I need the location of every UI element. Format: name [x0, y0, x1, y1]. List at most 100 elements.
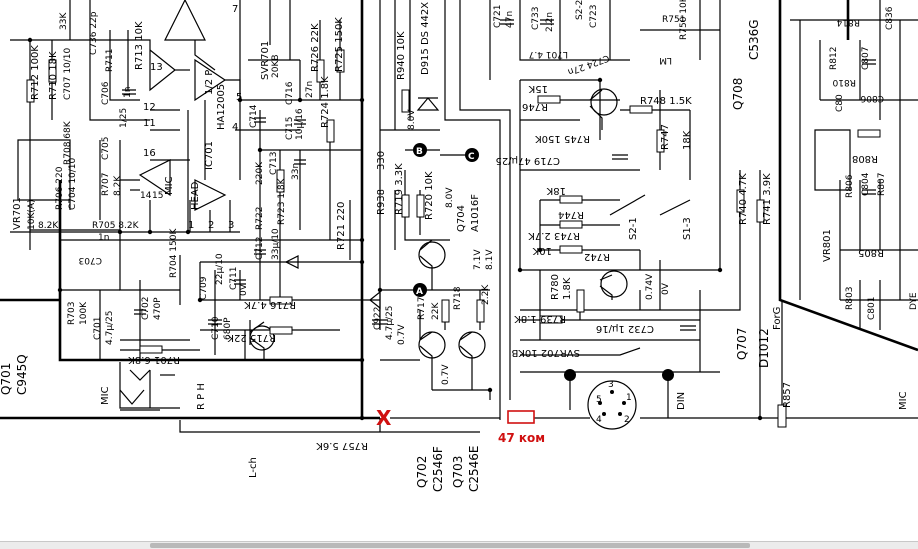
label-r807: R807 [877, 173, 887, 196]
label-r717: R717 [417, 297, 427, 320]
label-dye: DYE [909, 292, 918, 310]
label-c10u: 10μ/16 [295, 108, 305, 140]
label-vr10k: 10K(A) [27, 199, 37, 230]
label-v0: 0V [239, 283, 249, 296]
red-annotation: X 47 ком [376, 406, 545, 445]
node-c-label: C [468, 152, 475, 162]
added-resistor-value: 47 ком [498, 431, 545, 445]
label-r742: R742 [584, 251, 610, 262]
label-c801: C801 [867, 297, 877, 320]
label-forg: ForG [772, 307, 783, 330]
label-c47u2: 4.7μ/25 [105, 310, 115, 345]
label-r747: R747 [660, 124, 671, 150]
node-a-marker [413, 283, 427, 297]
label-c22n: 2.2n [545, 12, 555, 32]
label-l701: L701 4.7 [529, 49, 568, 59]
label-s22: S2-2 [575, 0, 585, 20]
label-r704: R704 150K [169, 228, 179, 278]
label-c715: C715 [285, 117, 295, 140]
cut-mark-x: X [376, 406, 392, 430]
label-pin2: 2 [208, 220, 214, 231]
label-svr702: SVR702 10KB [511, 347, 580, 358]
label-c2546a: C2546F [431, 446, 445, 492]
label-pin13: 13 [150, 62, 163, 73]
bottom-signal-path: 3 5 1 4 2 [179, 300, 918, 433]
label-r808: R808 [852, 153, 878, 164]
label-c22u: 22μ/10 [215, 253, 225, 285]
label-r712: R712 100K [30, 45, 41, 100]
label-c945: C945Q [15, 354, 29, 395]
label-c723: C723 [589, 5, 599, 28]
label-r220k: 220K [255, 161, 265, 185]
label-pin11: 11 [143, 118, 156, 129]
label-pin12: 12 [143, 102, 156, 113]
label-c470: 470P [153, 297, 163, 320]
label-r18k2: 18K [546, 185, 566, 196]
label-v8b: 8.0V [445, 187, 455, 208]
label-r10k: 10K [532, 245, 552, 256]
label-r741: R741 3.9K [762, 173, 773, 225]
label-r805: R805 [858, 247, 884, 258]
svg-text:3: 3 [608, 380, 614, 390]
label-c705: C705 [101, 137, 111, 160]
label-c47u: 4.7μ/25 [385, 305, 395, 340]
label-mic3: MIC [898, 391, 909, 410]
label-r719: R719 3.3K [394, 163, 405, 215]
label-r744: R744 [558, 209, 584, 220]
label-c714: C714 [249, 104, 259, 128]
label-r706: R706 220 [55, 166, 65, 210]
label-c536: C536G [747, 19, 761, 60]
svg-text:4: 4 [596, 415, 602, 425]
label-pin14: 14 [140, 191, 152, 201]
label-c719: C719 47μ/25 [496, 155, 560, 166]
label-q701: Q701 [0, 363, 13, 395]
svg-text:5: 5 [596, 395, 602, 405]
horizontal-scrollbar-thumb[interactable] [150, 543, 750, 548]
label-r710: R710 18K [48, 51, 59, 100]
label-c708: 1/25 [119, 108, 129, 128]
diodes [284, 97, 440, 310]
label-c701: C701 [93, 317, 103, 340]
label-c807: C807 [861, 47, 871, 70]
label-din: DIN [676, 392, 687, 410]
label-c2546b: C2546E [467, 446, 481, 493]
label-c704: C704 10/10 [68, 157, 78, 210]
label-r803: R803 [845, 287, 855, 310]
label-v71: 7.1V [473, 249, 483, 270]
label-r711: R711 [105, 49, 115, 72]
junction-dots [27, 37, 763, 421]
svg-text:1: 1 [626, 393, 632, 403]
label-r748: R748 1.5K [640, 96, 692, 107]
label-c33u: 33μ/10 [271, 228, 281, 260]
label-r780: R780 [550, 274, 561, 300]
label-d1012: D1012 [757, 328, 771, 368]
label-c1n: 1n [123, 87, 133, 98]
label-r33k: 33K [59, 12, 69, 30]
label-svr701: SVR701 [260, 41, 271, 80]
label-lm: LM [659, 55, 672, 65]
label-r750: R750 10K [679, 0, 689, 40]
label-v07a: 0.7V [397, 324, 407, 345]
label-v07b: 0.7V [441, 364, 451, 385]
output-stage [379, 0, 511, 420]
label-c836: C836 [885, 6, 895, 30]
label-r22k: 22K [431, 302, 441, 320]
label-r15k: 15K [528, 83, 548, 94]
label-r857: R857 [782, 382, 793, 408]
label-c721: C721 [493, 5, 503, 28]
label-c733: C733 [531, 7, 541, 30]
label-r810: R810 [832, 77, 856, 87]
right-section-wires [489, 0, 761, 420]
label-r940: R940 10K [396, 31, 407, 80]
label-r713: R713 10K [134, 21, 145, 70]
label-q702: Q702 [415, 456, 429, 488]
label-r743: R743 2.7K [528, 230, 580, 241]
label-ha12005: HA12005 [216, 84, 227, 130]
label-q703: Q703 [451, 456, 465, 488]
label-head: HEAD [190, 181, 201, 210]
label-r745: R745 150K [535, 133, 590, 144]
label-c710: C710 [211, 316, 221, 340]
